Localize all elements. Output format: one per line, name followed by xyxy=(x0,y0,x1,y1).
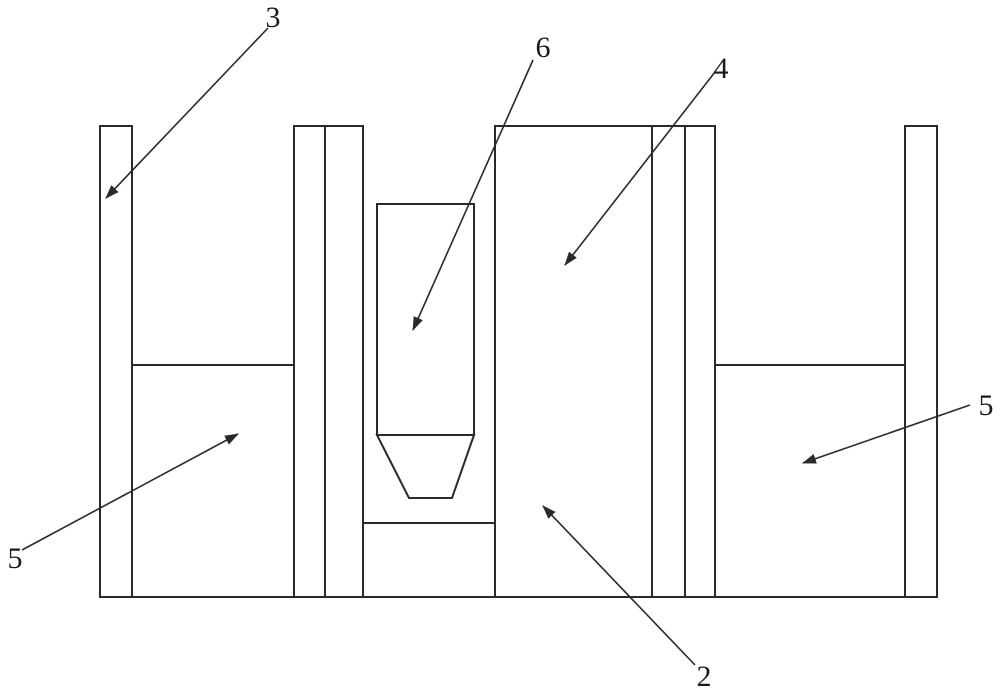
callout-6: 6 xyxy=(536,31,551,64)
leader-2 xyxy=(543,506,695,665)
callout-labels: 3 6 4 5 5 2 xyxy=(8,1,994,693)
right-inner-wall-b xyxy=(685,126,715,597)
hopper-funnel xyxy=(377,435,474,498)
leader-5-left xyxy=(22,434,238,550)
callout-5-right: 5 xyxy=(979,389,994,422)
left-inner-wall-b xyxy=(325,126,363,597)
leader-4 xyxy=(565,72,715,265)
leader-3 xyxy=(106,28,268,198)
right-outer-wall xyxy=(905,126,937,597)
left-outer-wall xyxy=(100,126,132,597)
left-inner-wall-a xyxy=(294,126,325,597)
callout-3: 3 xyxy=(266,1,281,34)
callout-4: 4 xyxy=(714,52,729,85)
middle-chamber xyxy=(363,204,495,523)
center-box-outline xyxy=(495,126,652,597)
hopper-body xyxy=(377,204,474,435)
callout-2: 2 xyxy=(697,660,712,693)
right-inner-wall-a xyxy=(652,126,685,597)
right-chamber xyxy=(652,126,937,597)
callout-5-left: 5 xyxy=(8,542,23,575)
left-chamber xyxy=(100,126,363,597)
leader-5-right xyxy=(803,405,970,463)
center-box xyxy=(495,126,652,597)
